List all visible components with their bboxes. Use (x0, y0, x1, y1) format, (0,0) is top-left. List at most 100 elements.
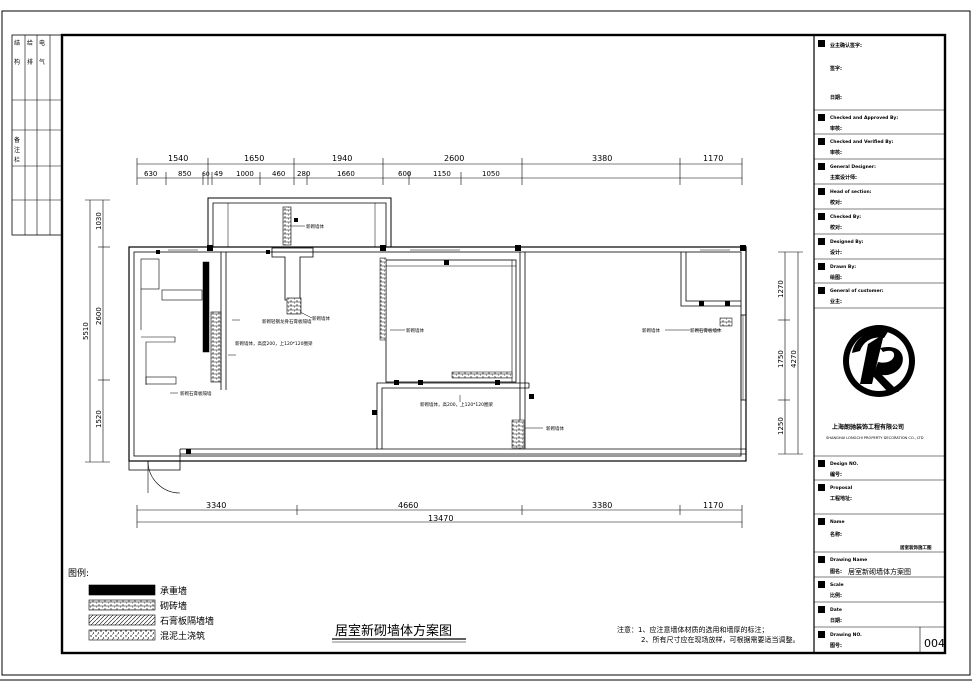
legend-label: 混泥土浇筑 (160, 630, 205, 642)
tb-value: 图号: (830, 642, 842, 649)
dim-label: 4270 (790, 350, 798, 368)
legend-swatch-gypsum (88, 614, 156, 626)
dim-label: 1150 (433, 170, 451, 178)
company-logo (843, 325, 915, 397)
tb-label: Proposal (830, 485, 853, 491)
tb-label: Date (830, 607, 842, 613)
tb-value: 审核: (830, 125, 842, 132)
entrance-wall (128, 461, 181, 471)
tb-value: 校对: (830, 224, 842, 231)
drawing-title: 居室新砌墙体方案图 (332, 623, 466, 643)
strip-cell: 栏 (14, 156, 20, 164)
dim-label: 13470 (428, 514, 453, 523)
note-line: 注意：1、应注意墙体材质的选用和墙厚的标注； (617, 625, 768, 634)
dim-label: 3340 (206, 501, 226, 510)
tb-label: Designed By: (830, 239, 864, 245)
dim-label: 1270 (777, 280, 785, 298)
tb-label: Checked By: (830, 214, 861, 220)
annotation-label: 新砌轻钢龙骨石膏板隔墙 (262, 318, 312, 325)
dim-label: 1520 (95, 410, 103, 428)
top-extension-wall (207, 197, 392, 247)
note-line: 2、所有尺寸应在现场放样，可根据需要适当调整。 (641, 635, 799, 644)
annotation-label: 新砌墙体，高200，上120*120圈梁 (420, 401, 494, 408)
dim-label: 630 (144, 170, 157, 178)
tb-value: 日期: (830, 617, 842, 624)
dim-label: 1170 (703, 154, 723, 163)
floor-plan (128, 197, 747, 494)
dim-label: 1170 (703, 501, 723, 510)
tb-label: General of customer: (830, 288, 884, 294)
legend-swatch-brick (88, 599, 156, 611)
tb-label: Drawn By: (830, 264, 856, 270)
tb-value: 比例: (830, 592, 842, 599)
legend-title: 图例: (68, 567, 89, 579)
tb-label: Scale (830, 582, 844, 588)
dim-label: 2600 (444, 154, 464, 163)
dim-label: 1660 (337, 170, 355, 178)
dim-label: 850 (178, 170, 191, 178)
legend-label: 砌砖墙 (160, 600, 187, 612)
strip-cell: 备 (14, 136, 20, 144)
dimensions (85, 158, 803, 528)
outer-wall (128, 246, 747, 462)
title-block: 业主确认签字: 签字: 日期: Checked and Approved By:… (814, 40, 945, 653)
top-extension-wall-inner (212, 202, 387, 247)
legend-label: 承重墙 (160, 585, 187, 597)
company-name: 上海朗驰装饰工程有限公司 (832, 423, 904, 431)
annotation-label: 新砌墙体 (406, 327, 424, 334)
dim-label: 1030 (95, 212, 103, 230)
tb-label: 业主确认签字: (830, 42, 862, 49)
tb-extra: 居室新砌墙体方案图 (848, 567, 911, 576)
tb-label: Head of section: (830, 189, 872, 195)
sheet-number: 004 (924, 637, 945, 650)
tb-value: 日期: (830, 94, 842, 101)
dimension-labels: 1540 1650 1940 2600 3380 1170 630 850 60… (82, 154, 798, 523)
drawing-border (60, 33, 947, 655)
tb-label: Checked and Approved By: (830, 115, 898, 121)
outer-wall-inner (133, 251, 742, 457)
dim-label: 1750 (777, 350, 785, 368)
strip-cell: 结 (14, 39, 20, 47)
tb-value: 绘图: (830, 274, 842, 281)
strip-cell: 排 (27, 58, 33, 66)
tb-value: 图名: (830, 568, 842, 575)
tb-value: 主案设计师: (830, 174, 857, 181)
page-frame (1, 10, 971, 676)
company-name-en: SHANGHAI LONGCHI PROPERTY DECORATION CO.… (826, 436, 924, 440)
strip-cell: 给 (27, 39, 33, 47)
notes: 注意：1、应注意墙体材质的选用和墙厚的标注； 2、所有尺寸应在现场放样，可根据需… (617, 625, 799, 644)
dim-label: 1000 (236, 170, 254, 178)
annotation-label: 新砌墙体 (312, 315, 330, 322)
dim-label: 3380 (592, 154, 612, 163)
strip-cell: 气 (39, 58, 45, 66)
dim-label: 5510 (82, 322, 90, 340)
tb-label: Checked and Verified By: (830, 139, 894, 145)
strip-cell: 构 (14, 58, 20, 66)
tb-label: Name (830, 519, 845, 525)
tb-label: Drawing Name (830, 557, 867, 563)
tb-value: 审核: (830, 149, 842, 156)
drawing-title-text: 居室新砌墙体方案图 (335, 623, 452, 639)
dim-label: 1250 (777, 417, 785, 435)
annotation-label: 新砌墙体 (306, 223, 324, 230)
legend: 图例: 承重墙 砌砖墙 石膏板隔墙墙 混泥土浇筑 (68, 567, 214, 642)
dim-label: 1050 (482, 170, 500, 178)
door-swing (147, 460, 181, 494)
legend-label: 石膏板隔墙墙 (160, 615, 214, 627)
legend-swatch-concrete (88, 629, 156, 641)
tb-extra: 居室装饰施工图 (900, 544, 932, 551)
dim-label: 49 (214, 170, 223, 178)
tb-value: 业主: (830, 298, 842, 305)
dim-label: 1940 (332, 154, 352, 163)
tb-label: Design NO. (830, 461, 858, 467)
dim-label: 2600 (95, 307, 103, 325)
annotations: 新砌墙体 新砌轻钢龙骨石膏板隔墙 新砌墙体 新砌墙体 新砌墙体，高度200，上1… (170, 223, 722, 432)
tb-value: 名称: (830, 531, 842, 538)
tb-value: 设计: (830, 249, 842, 256)
tb-value: 编号: (830, 471, 842, 478)
annotation-label: 新砌墙体 (546, 425, 564, 432)
dim-label: 1650 (244, 154, 264, 163)
annotation-label: 新砌石膏板墙体 (690, 327, 722, 334)
annotation-label: 新砌石膏板隔墙 (180, 390, 212, 397)
tb-value: 工程地址: (830, 495, 852, 502)
